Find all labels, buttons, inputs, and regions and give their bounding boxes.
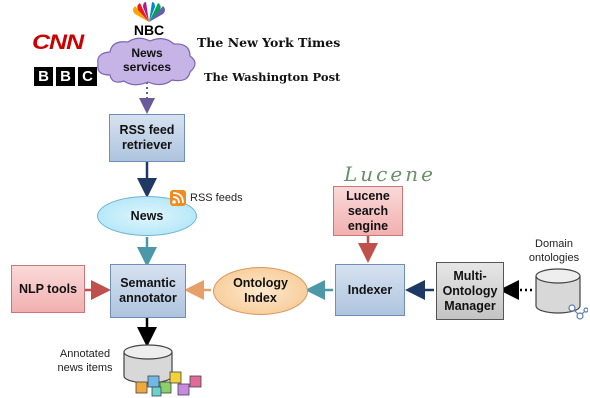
multi-ontology-manager-box: Multi- Ontology Manager xyxy=(436,262,504,320)
nyt-logo: The New York Times xyxy=(197,35,341,50)
annotated-news-items-label: Annotated news items xyxy=(57,348,113,374)
nlp-tools-box: NLP tools xyxy=(11,265,85,313)
bbc-logo: B B C xyxy=(34,67,97,86)
news-services-label: News services xyxy=(122,45,172,74)
rss-feeds-label: RSS feeds xyxy=(190,192,243,204)
nbc-logo: NBC xyxy=(126,2,172,38)
rss-icon xyxy=(170,190,186,206)
domain-ontologies-label: Domain ontologies xyxy=(528,238,580,264)
rss-feed-retriever-box: RSS feed retriever xyxy=(109,114,185,162)
indexer-box: Indexer xyxy=(335,264,405,316)
bbc-block-1: B xyxy=(34,67,53,86)
wapo-logo: The Washington Post xyxy=(204,70,341,84)
lucene-logo: Lucene xyxy=(344,162,436,186)
cubes-icon xyxy=(135,371,202,397)
news-services-cloud xyxy=(97,37,196,86)
rss-feed-indicator: RSS feeds xyxy=(170,190,243,206)
news-ellipse: News xyxy=(97,196,197,236)
ontology-index-ellipse: Ontology Index xyxy=(213,267,308,315)
database-icon xyxy=(535,268,588,320)
bbc-block-3: C xyxy=(78,67,97,86)
nbc-text: NBC xyxy=(133,22,165,38)
lucene-search-engine-box: Lucene search engine xyxy=(333,186,403,236)
nbc-peacock-icon xyxy=(133,2,165,22)
semantic-annotator-box: Semantic annotator xyxy=(110,264,186,318)
cnn-logo: CNN xyxy=(32,30,84,54)
bbc-block-2: B xyxy=(56,67,75,86)
